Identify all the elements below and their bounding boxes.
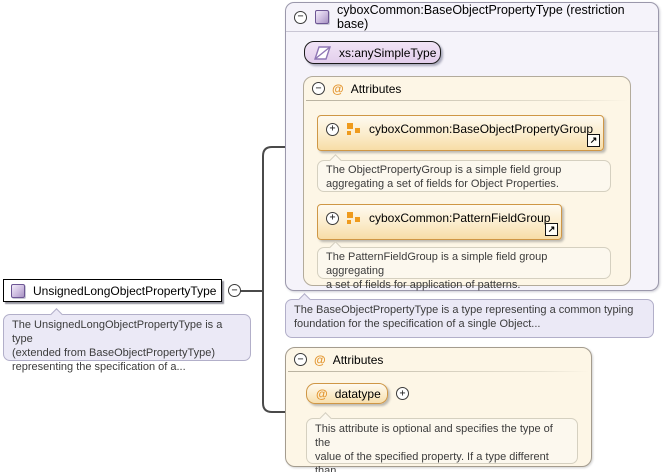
attributes-header: − @ Attributes — [286, 348, 591, 371]
attribute-at-icon: @ — [314, 354, 326, 366]
node-label: UnsignedLongObjectPropertyType — [33, 284, 216, 298]
base-type-title: cyboxCommon:BaseObjectPropertyType (rest… — [337, 3, 658, 31]
goto-definition-icon[interactable]: ↗ — [587, 134, 600, 147]
attributes-panel-own: − @ Attributes @ datatype + This attribu… — [285, 347, 592, 467]
datatype-label: datatype — [335, 387, 381, 401]
tooltip-line: The PatternFieldGroup is a simple field … — [326, 250, 602, 278]
attribute-at-icon: @ — [316, 388, 328, 400]
divider — [288, 371, 589, 372]
tooltip-base-type: The BaseObjectPropertyType is a type rep… — [285, 299, 654, 338]
tooltip-line: (extended from BaseObjectPropertyType) — [12, 346, 242, 360]
tooltip-line: value of the specified property. If a ty… — [315, 450, 569, 472]
tooltip-left-node: The UnsignedLongObjectPropertyType is a … — [3, 314, 251, 361]
tooltip-line: a set of fields for application of patte… — [326, 278, 602, 292]
group2-label: cyboxCommon:PatternFieldGroup — [369, 211, 550, 225]
collapse-toggle-attributes[interactable]: − — [312, 82, 325, 95]
divider — [306, 100, 628, 101]
node-baseobjectpropertygroup[interactable]: + cyboxCommon:BaseObjectPropertyGroup ↗ — [317, 115, 604, 151]
simple-type-label: xs:anySimpleType — [339, 46, 436, 60]
expand-toggle-group1[interactable]: + — [326, 123, 339, 136]
attribute-at-icon: @ — [332, 83, 344, 95]
tooltip-line: foundation for the specification of a si… — [294, 317, 645, 331]
tooltip-line: representing the specification of a... — [12, 360, 242, 374]
simple-type-icon — [314, 46, 331, 60]
base-type-box: − cyboxCommon:BaseObjectPropertyType (re… — [285, 2, 659, 291]
tooltip-line: aggregating a set of fields for Object P… — [326, 177, 602, 191]
base-type-header: − cyboxCommon:BaseObjectPropertyType (re… — [286, 3, 658, 32]
complex-type-icon — [11, 284, 25, 298]
tooltip-group1: The ObjectPropertyGroup is a simple fiel… — [317, 160, 611, 192]
node-xs-anysimpletype[interactable]: xs:anySimpleType — [304, 41, 441, 64]
goto-definition-icon[interactable]: ↗ — [545, 223, 558, 236]
node-unsignedlongobjectpropertytype[interactable]: UnsignedLongObjectPropertyType — [3, 279, 222, 302]
tooltip-line: The ObjectPropertyGroup is a simple fiel… — [326, 163, 602, 177]
collapse-toggle-base-type[interactable]: − — [294, 11, 307, 24]
attribute-group-icon — [347, 123, 361, 136]
group1-label: cyboxCommon:BaseObjectPropertyGroup — [369, 122, 593, 136]
complex-type-icon — [315, 10, 329, 24]
tooltip-line: The BaseObjectPropertyType is a type rep… — [294, 303, 645, 317]
attribute-group-icon — [347, 212, 361, 225]
tooltip-line: The UnsignedLongObjectPropertyType is a … — [12, 318, 242, 346]
attributes-panel-base: − @ Attributes + cyboxCommon:BaseObjectP… — [303, 76, 631, 286]
tooltip-group2: The PatternFieldGroup is a simple field … — [317, 247, 611, 279]
expand-toggle-datatype[interactable]: + — [396, 387, 409, 400]
node-patternfieldgroup[interactable]: + cyboxCommon:PatternFieldGroup ↗ — [317, 204, 562, 240]
tooltip-datatype: This attribute is optional and specifies… — [306, 418, 578, 464]
collapse-toggle-left-node[interactable]: − — [228, 284, 241, 297]
attributes-header: − @ Attributes — [304, 77, 630, 100]
tooltip-line: This attribute is optional and specifies… — [315, 422, 569, 450]
expand-toggle-group2[interactable]: + — [326, 212, 339, 225]
attributes-title: Attributes — [333, 353, 384, 367]
attributes-title: Attributes — [351, 82, 402, 96]
collapse-toggle-attributes[interactable]: − — [294, 353, 307, 366]
node-attribute-datatype[interactable]: @ datatype — [306, 383, 388, 404]
